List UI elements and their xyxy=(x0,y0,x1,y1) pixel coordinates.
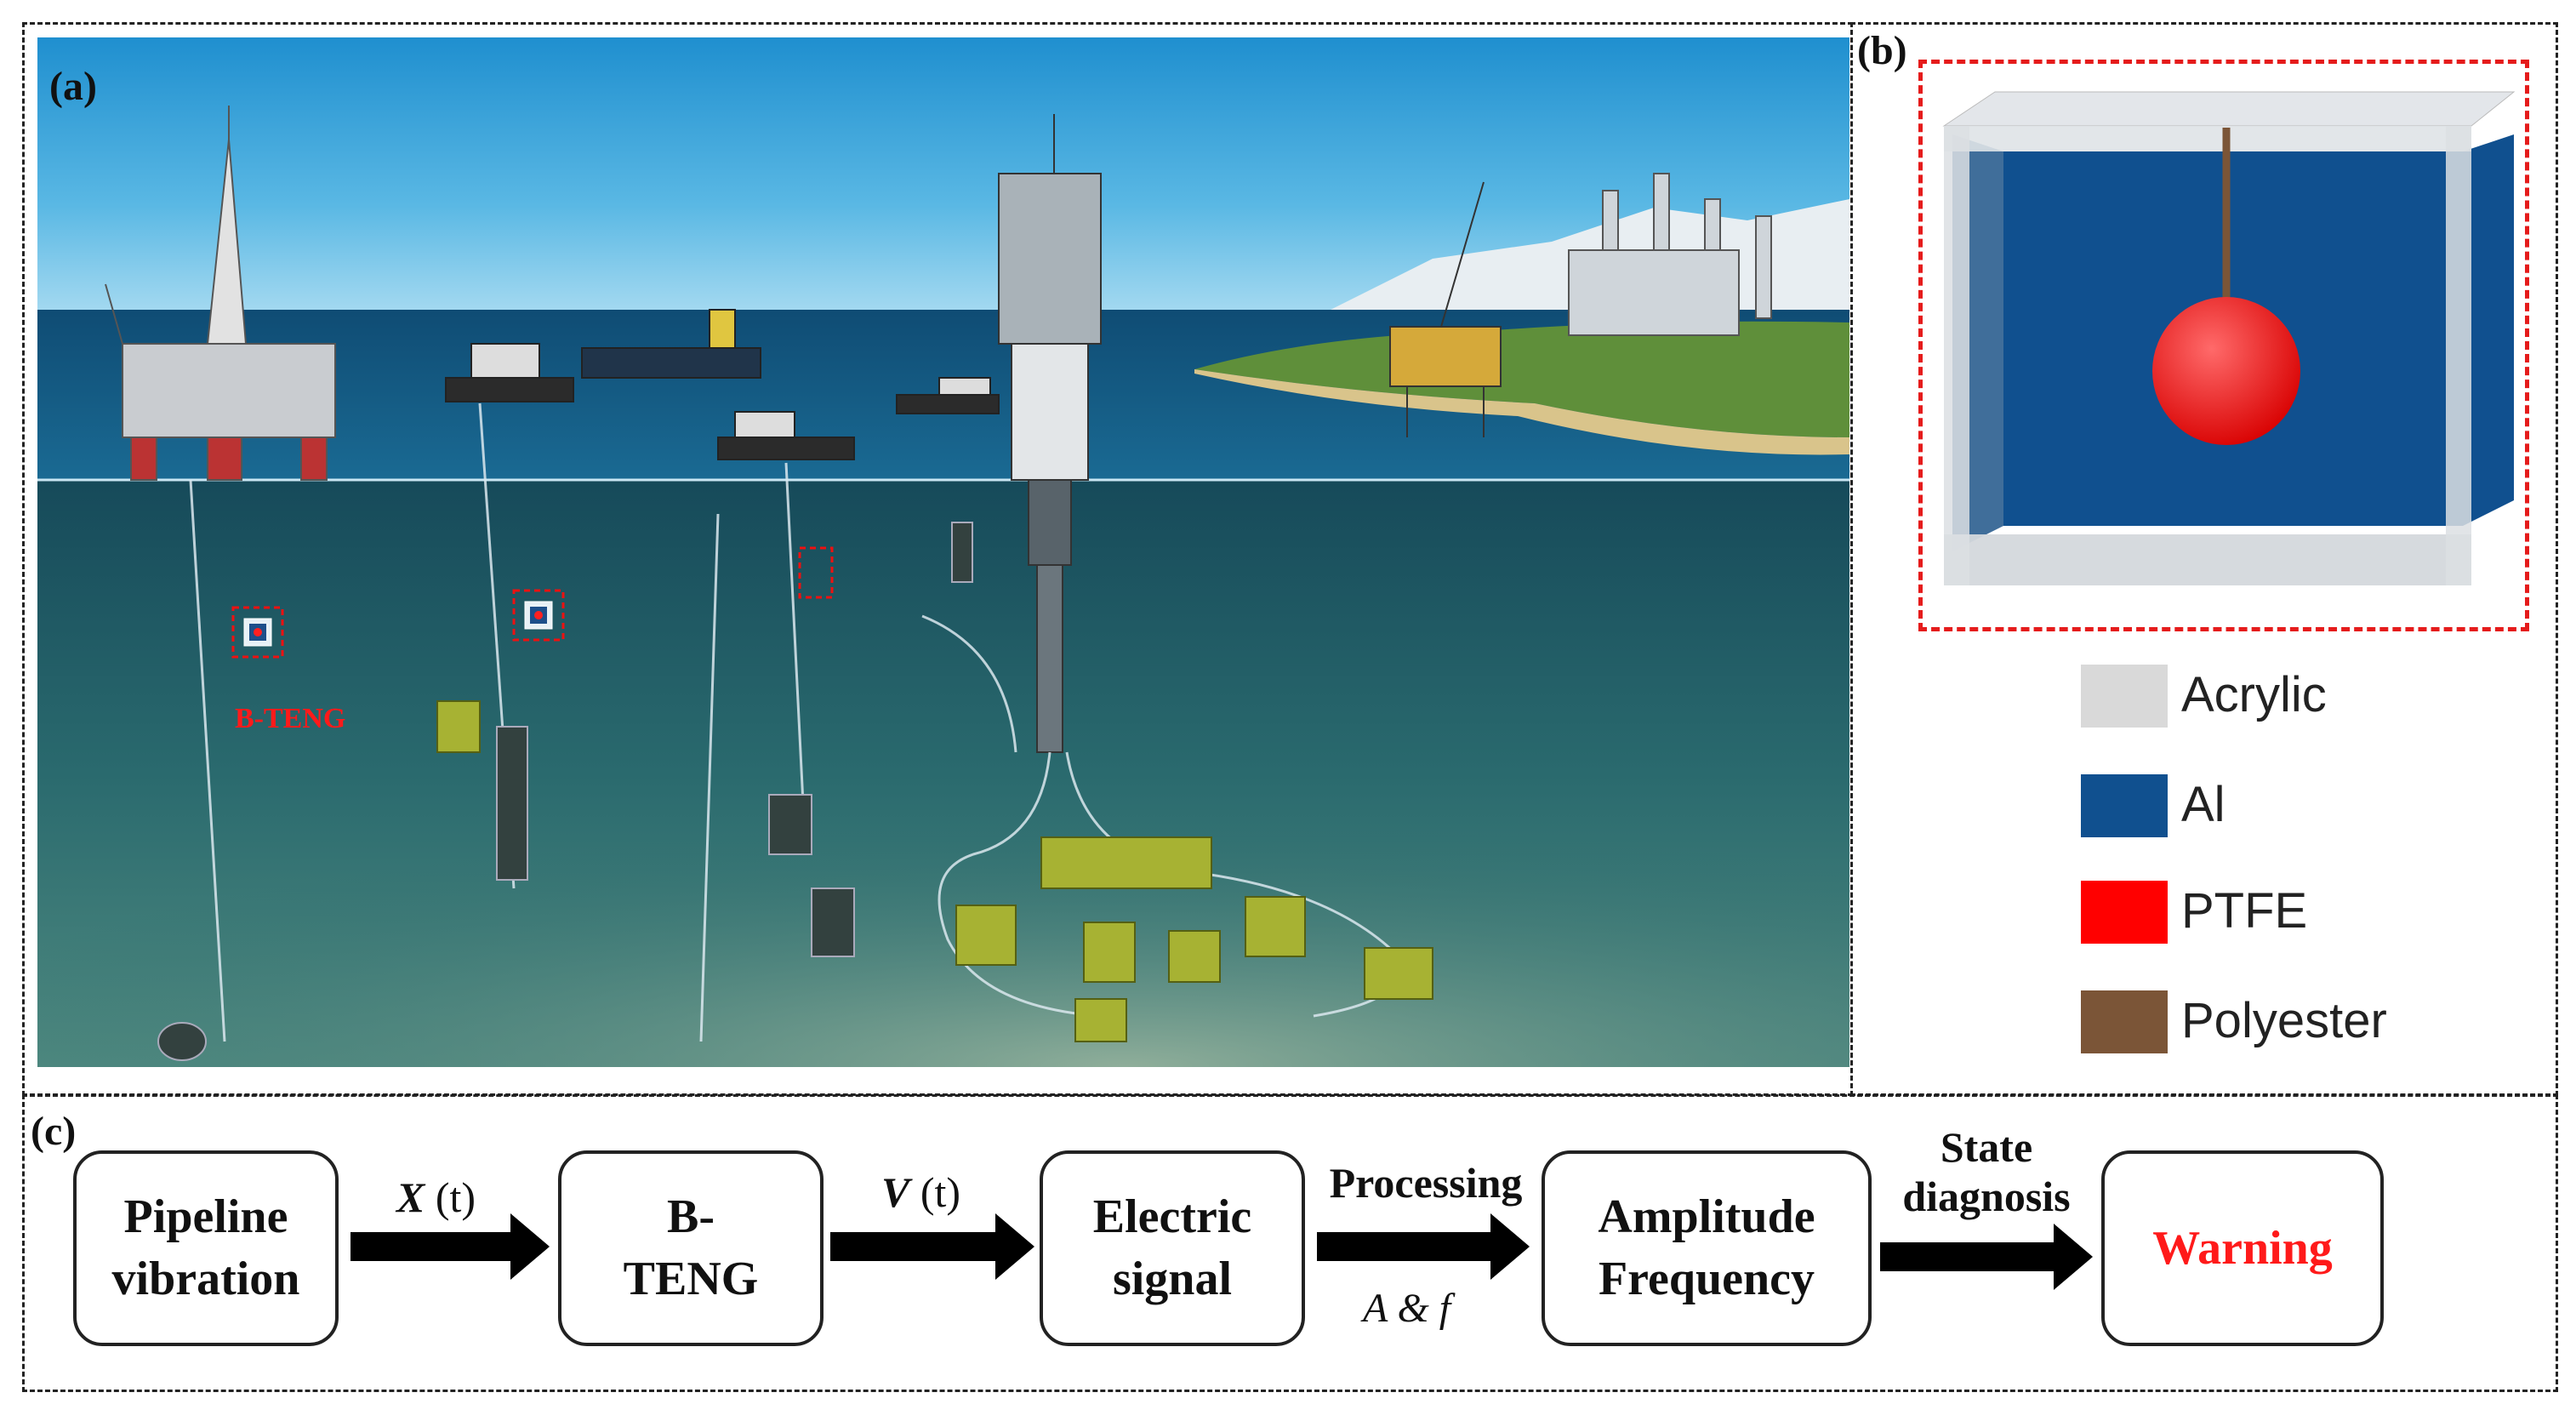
v-variable: V xyxy=(881,1168,910,1216)
panel-b-label: (b) xyxy=(1857,28,1907,73)
processing-label: Processing xyxy=(1329,1159,1523,1207)
electric-signal-box: Electric signal xyxy=(1040,1150,1305,1346)
v-of-t-label: V (t) xyxy=(881,1167,960,1217)
legend-label-polyester: Polyester xyxy=(2181,993,2387,1048)
arrow-vibration-to-teng xyxy=(350,1213,550,1280)
offshore-pipeline-scene xyxy=(37,37,1849,1067)
x-of-t-label: X (t) xyxy=(396,1173,476,1222)
panel-c-label: (c) xyxy=(31,1109,77,1154)
legend-label-acrylic: Acrylic xyxy=(2181,667,2327,722)
x-argument: (t) xyxy=(435,1173,476,1221)
legend-swatch-al xyxy=(2081,774,2168,837)
amplitude-frequency-box: Amplitude Frequency xyxy=(1542,1150,1872,1346)
x-variable: X xyxy=(396,1173,425,1221)
amplitude-frequency-symbol: A & f xyxy=(1363,1286,1451,1331)
legend-swatch-acrylic xyxy=(2081,665,2168,728)
legend-label-al: Al xyxy=(2181,777,2226,832)
arrow-teng-to-signal xyxy=(830,1213,1034,1280)
b-teng-box: B- TENG xyxy=(558,1150,824,1346)
legend-label-ptfe: PTFE xyxy=(2181,883,2308,939)
legend-swatch-polyester xyxy=(2081,990,2168,1053)
b-teng-label: B-TENG xyxy=(235,703,346,734)
arrow-signal-to-amplitude xyxy=(1317,1213,1530,1280)
cube-highlight-box xyxy=(1918,60,2529,631)
panel-c-frame xyxy=(22,1094,2558,1392)
panel-a-label: (a) xyxy=(49,64,97,109)
pipeline-vibration-box: Pipeline vibration xyxy=(73,1150,339,1346)
state-diagnosis-label: State diagnosis xyxy=(1902,1123,2071,1220)
b-teng-cube-model xyxy=(1942,91,2516,585)
arrow-amplitude-to-warning xyxy=(1880,1224,2093,1290)
warning-box: Warning xyxy=(2101,1150,2384,1346)
legend-swatch-ptfe xyxy=(2081,881,2168,944)
v-argument: (t) xyxy=(920,1168,961,1216)
